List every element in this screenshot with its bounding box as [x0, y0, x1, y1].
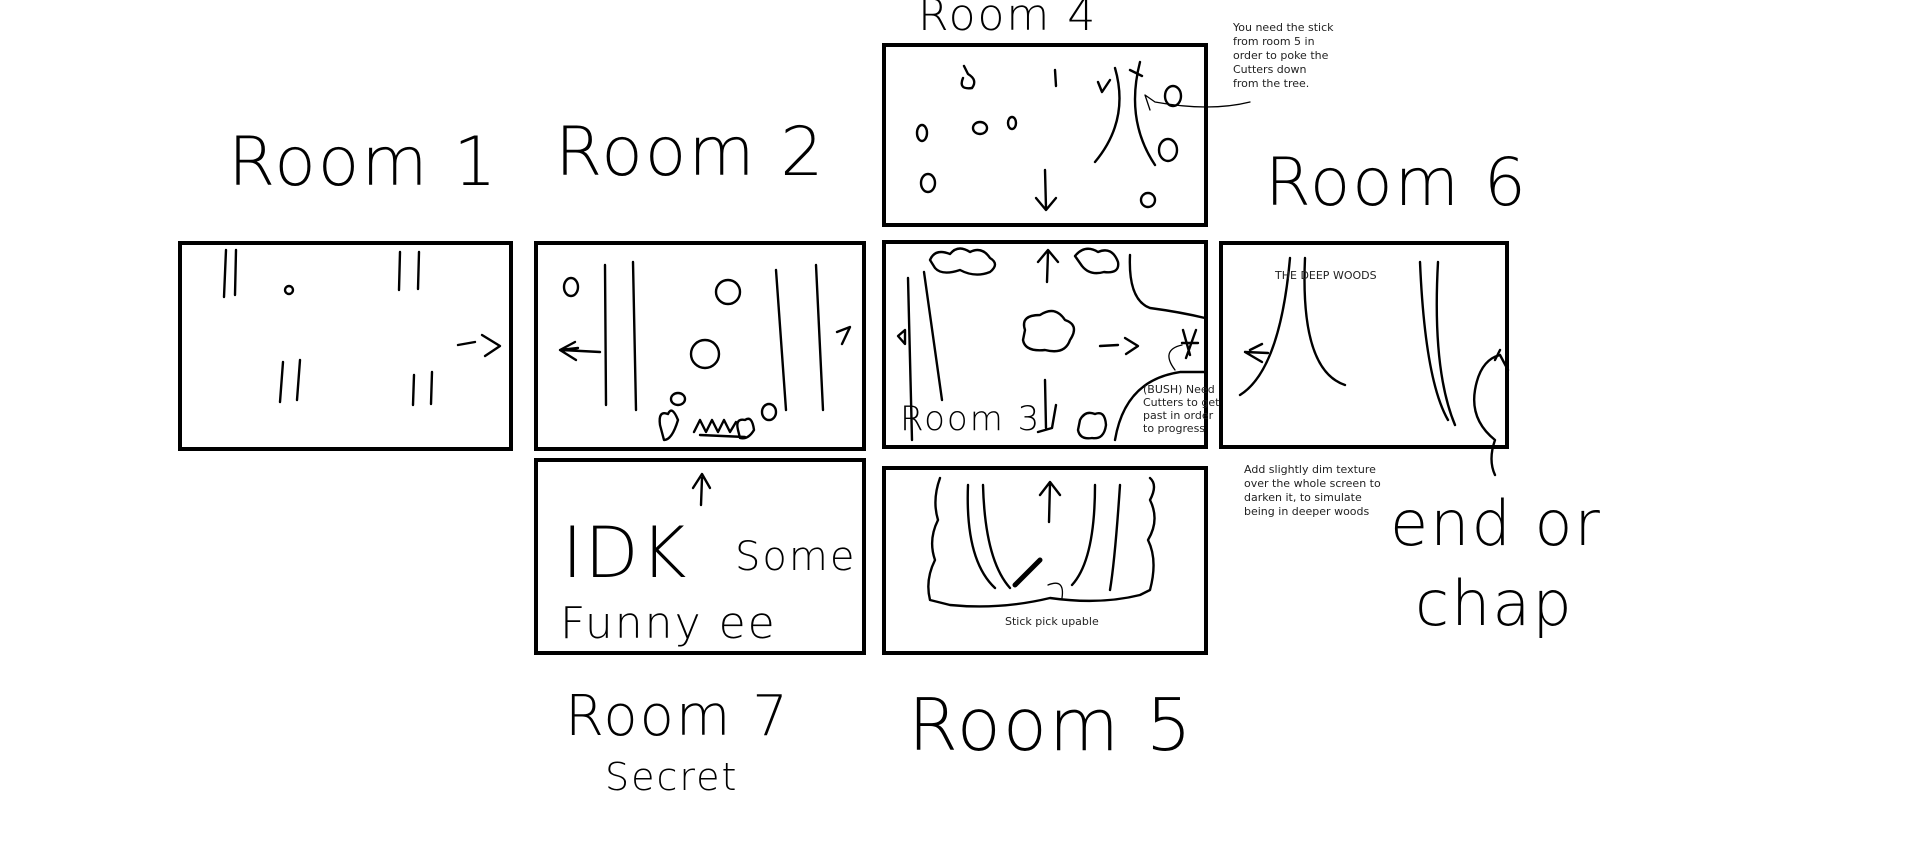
stick-note-3: order to poke the	[1233, 49, 1329, 62]
bush-note-3: past in order	[1143, 409, 1214, 422]
dim-note-3: darken it, to simulate	[1244, 491, 1362, 504]
room5-title: Room 5	[908, 683, 1194, 767]
room7-idk-text: IDK	[562, 512, 688, 594]
room7-subtitle: Secret	[605, 755, 738, 799]
dim-note-2: over the whole screen to	[1244, 477, 1381, 490]
stick-note-1: You need the stick	[1232, 21, 1334, 34]
room2-box	[534, 241, 866, 451]
stick-pickup-note: Stick pick upable	[1005, 615, 1099, 628]
room2-sketch	[558, 260, 852, 442]
end-label-line2: chap	[1415, 567, 1574, 640]
room4-title: Room 4	[918, 0, 1097, 41]
room4-sketch	[915, 60, 1251, 212]
dim-note-1: Add slightly dim texture	[1244, 463, 1376, 476]
room6-title: Room 6	[1265, 144, 1528, 221]
room7-some-text: Some	[735, 534, 856, 580]
room7-funny-text: Funny ee	[560, 598, 777, 649]
room1-box	[178, 241, 513, 451]
room3-title: Room 3	[900, 399, 1041, 439]
room4-box	[882, 43, 1208, 227]
room6-sketch	[1238, 256, 1510, 477]
room5-sketch	[927, 476, 1156, 608]
room7-sketch	[691, 472, 712, 507]
room1-sketch	[222, 248, 502, 407]
bush-note-4: to progress	[1143, 422, 1205, 435]
room6-area-title: THE DEEP WOODS	[1274, 269, 1377, 282]
room1-title: Room 1	[228, 123, 499, 202]
end-label-line1: end or	[1390, 487, 1602, 560]
bush-note-1: (BUSH) Need	[1143, 383, 1215, 396]
room3-box	[882, 240, 1208, 449]
bush-note-2: Cutters to get	[1143, 396, 1220, 409]
room3-sketch	[896, 247, 1207, 442]
dim-note-4: being in deeper woods	[1244, 505, 1370, 518]
room2-title: Room 2	[555, 113, 826, 192]
room7-title: Room 7	[565, 684, 790, 749]
room7-box	[534, 458, 866, 655]
stick-note-4: Cutters down	[1233, 63, 1307, 76]
room6-box	[1219, 241, 1509, 449]
stick-note-5: from the tree.	[1233, 77, 1309, 90]
stick-note-2: from room 5 in	[1233, 35, 1315, 48]
room5-box	[882, 466, 1208, 655]
